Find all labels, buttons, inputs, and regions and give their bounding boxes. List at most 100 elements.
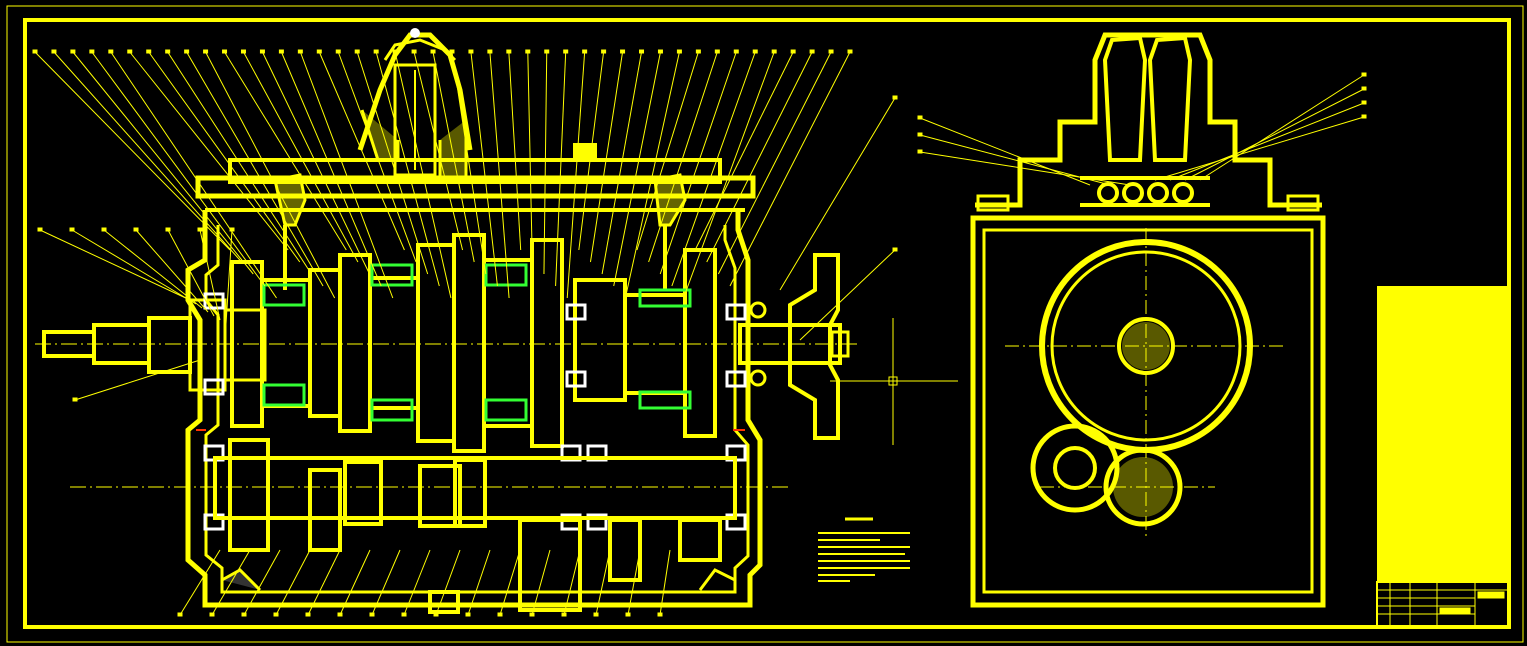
leader-top-27-tag [525, 49, 531, 54]
synchronizer-rings [262, 263, 692, 422]
leader-top-43-tag [828, 49, 834, 54]
leader-end-left-1-tag [917, 115, 923, 120]
leader-top-7 [148, 51, 301, 263]
leader-top-40 [683, 51, 775, 299]
leader-top-5 [110, 51, 277, 299]
leader-top-9 [186, 51, 324, 287]
leader-top-39-tag [752, 49, 758, 54]
leader-top-18 [356, 51, 429, 275]
leader-bottom-13 [563, 549, 581, 616]
leader-top-4 [91, 51, 266, 287]
leader-top-17-tag [335, 49, 341, 54]
sheet-border [6, 5, 1524, 643]
leader-top-20 [394, 51, 452, 299]
leader-top-25-tag [487, 49, 493, 54]
leader-left-lower [74, 359, 201, 401]
leader-top-4-tag [89, 49, 95, 54]
gears-end [1005, 228, 1285, 540]
leader-top-27 [527, 51, 533, 263]
leader-lines-end-view [917, 72, 1367, 186]
leader-top-22 [432, 51, 475, 263]
leader-top-36 [636, 51, 699, 251]
title-block-grid [1377, 582, 1508, 626]
main-shaft-gears [230, 233, 717, 453]
leader-top-38-tag [733, 49, 739, 54]
leader-bottom-5-tag [305, 612, 311, 617]
leader-right-1-tag [892, 95, 898, 100]
input-shaft [35, 298, 860, 392]
leader-top-26-tag [506, 49, 512, 54]
leader-left-2-tag [69, 227, 75, 232]
leader-top-15-tag [297, 49, 303, 54]
leader-end-right-2 [1184, 88, 1365, 181]
leader-left-7 [225, 229, 233, 325]
leader-bottom-10 [467, 549, 491, 616]
leader-top-22-tag [430, 49, 436, 54]
leader-top-21 [413, 51, 464, 251]
leader-bottom-1 [179, 549, 221, 616]
leader-end-right-3 [1169, 102, 1365, 181]
leader-top-41 [694, 51, 794, 251]
top-cover [195, 143, 756, 290]
leader-top-15 [299, 51, 394, 299]
leader-top-19 [375, 51, 440, 287]
leader-end-left-2-tag [917, 132, 923, 137]
leader-bottom-11 [499, 549, 521, 616]
end-housing [970, 32, 1326, 608]
leader-end-right-4 [1154, 116, 1365, 181]
leader-top-19-tag [373, 49, 379, 54]
leader-top-30 [566, 51, 586, 299]
technical-notes [818, 517, 910, 582]
leader-left-7-tag [229, 227, 235, 232]
leader-end-left-3 [919, 151, 1131, 186]
leader-top-34 [613, 51, 661, 287]
leader-top-28 [543, 51, 548, 275]
leader-top-28-tag [544, 49, 550, 54]
leader-end-right-1 [1199, 74, 1365, 181]
leader-bottom-8 [403, 549, 431, 616]
leader-bottom-7 [371, 549, 401, 616]
leader-top-3-tag [70, 49, 76, 54]
leader-top-14-tag [278, 49, 284, 54]
leader-top-13-tag [259, 49, 265, 54]
leader-top-23-tag [449, 49, 455, 54]
leader-bottom-3-tag [241, 612, 247, 617]
leader-top-25 [489, 51, 510, 299]
leader-end-right-4-tag [1361, 114, 1367, 119]
leader-left-5 [167, 229, 215, 317]
leader-top-1-tag [32, 49, 38, 54]
leader-top-11-tag [222, 49, 228, 54]
leader-top-10-tag [203, 49, 209, 54]
leader-top-1 [34, 51, 231, 251]
leader-bottom-15-tag [625, 612, 631, 617]
leader-bottom-3 [243, 549, 281, 616]
leader-bottom-4-tag [273, 612, 279, 617]
leader-end-right-1-tag [1361, 72, 1367, 77]
leader-top-16-tag [316, 49, 322, 54]
leader-end-right-3-tag [1361, 100, 1367, 105]
leader-bottom-2 [211, 549, 251, 616]
leader-top-24 [470, 51, 498, 287]
leader-left-4-tag [133, 227, 139, 232]
leader-top-17 [337, 51, 417, 263]
section-cursor [830, 318, 958, 445]
leader-bottom-14 [595, 549, 611, 616]
leader-top-33-tag [639, 49, 645, 54]
leader-top-26 [508, 51, 522, 251]
leader-top-8 [167, 51, 312, 275]
leader-top-29-tag [563, 49, 569, 54]
leader-bottom-4 [275, 549, 311, 616]
leader-top-35 [624, 51, 680, 299]
leader-right-2 [799, 249, 896, 341]
leader-top-5-tag [108, 49, 114, 54]
leader-top-39 [671, 51, 756, 287]
leader-top-33 [601, 51, 643, 275]
leader-left-4 [135, 229, 209, 313]
leader-left-1 [39, 229, 191, 301]
leader-end-left-3-tag [917, 149, 923, 154]
title-block [1376, 286, 1509, 627]
leader-bottom-15 [627, 549, 641, 616]
leader-left-6 [199, 229, 221, 321]
leader-top-43 [717, 51, 832, 275]
